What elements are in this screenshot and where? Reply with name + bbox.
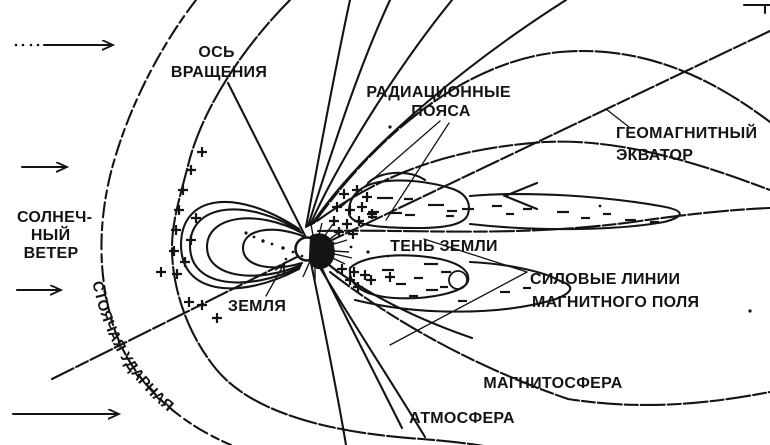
corner-bracket <box>742 3 770 15</box>
dipole-loop <box>179 200 301 290</box>
proton-plus-dayside <box>154 145 224 325</box>
field-line <box>304 0 352 229</box>
label-radiation-belts: РАДИАЦИОННЫЕ ПОЯСА <box>366 84 515 120</box>
label-rotation-axis: ОСЬ ВРАЩЕНИЯ <box>171 44 267 81</box>
solar-wind-arrow <box>14 44 112 47</box>
label-magnetosphere: МАГНИТОСФЕРА <box>483 375 622 392</box>
radiation-belts-pointer <box>385 122 450 221</box>
field-line <box>309 261 348 445</box>
lobe-wedge <box>502 181 539 211</box>
earth-pointer-arrow <box>265 264 284 297</box>
magnetotail-boundary-curve <box>328 270 770 407</box>
field-line <box>308 0 454 227</box>
magnetopause-curve <box>170 0 484 445</box>
label-earth-shadow: ТЕНЬ ЗЕМЛИ <box>390 238 498 255</box>
label-field-lines: СИЛОВЫЕ ЛИНИИ МАГНИТНОГО ПОЛЯ <box>530 271 699 311</box>
electron-dashes-lower <box>382 262 531 303</box>
atmosphere-curve <box>314 259 427 439</box>
dipole-loop <box>205 217 304 277</box>
label-geomagnetic-equator: ГЕОМАГНИТНЫЙ ЭКВАТОР <box>616 123 762 164</box>
label-bow-shock: СТОЯЧАЯ УДАРНАЯ <box>88 280 176 416</box>
radiation-belts-pointer <box>340 120 441 208</box>
label-earth: ЗЕМЛЯ <box>228 298 286 315</box>
earth-ray-cluster <box>302 222 353 280</box>
bow-shock-curve <box>100 0 233 445</box>
dipole-loop <box>241 228 305 269</box>
dipole-loop <box>188 208 302 284</box>
field-lines-pointer <box>423 238 528 273</box>
electron-dashes-upper <box>368 196 659 224</box>
field-line <box>316 206 770 233</box>
field-line <box>306 0 392 228</box>
field-lines-pointer <box>389 271 528 346</box>
geomagnetic-equator-pointer <box>605 108 630 128</box>
particle-dots <box>244 125 752 313</box>
label-atmosphere: АТМОСФЕРА <box>409 410 515 427</box>
shadow-lobe-lower <box>348 254 572 313</box>
label-solar-wind: СОЛНЕЧ- НЫЙ ВЕТЕР <box>17 209 97 262</box>
field-line <box>310 0 568 226</box>
